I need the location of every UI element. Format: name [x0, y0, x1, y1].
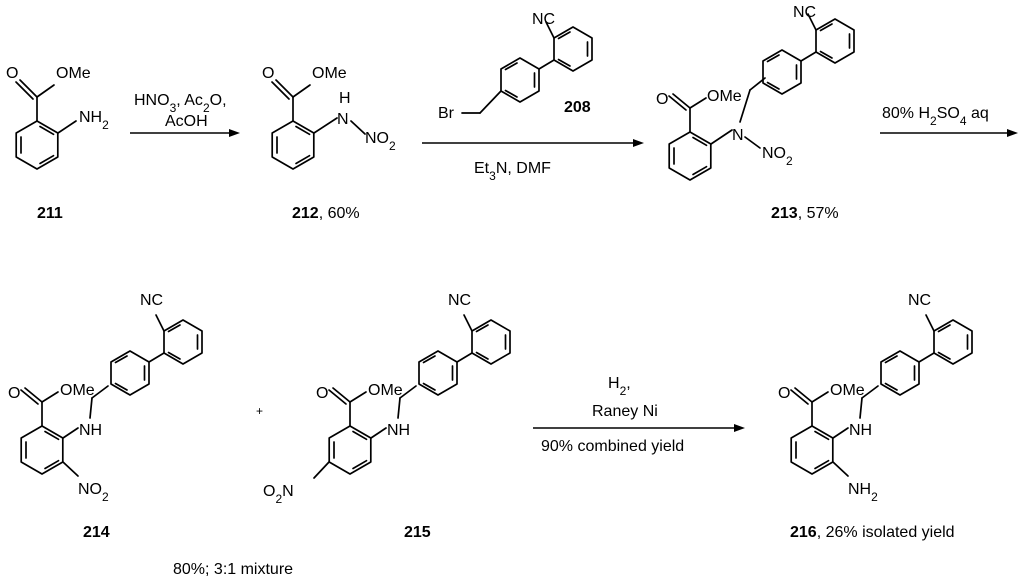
- nitro-label: NO2: [78, 481, 109, 504]
- reagent-above-2: Raney Ni: [592, 403, 658, 420]
- compound-216: O OMe NC NH NH2 216, 26% isolated yield: [778, 292, 972, 541]
- nitrile-label: NC: [532, 11, 555, 28]
- carbonyl-o-label: O: [262, 65, 274, 82]
- reagent-below: 90% combined yield: [541, 438, 684, 455]
- compound-label: 208: [564, 99, 591, 116]
- nitrile-label: NC: [793, 4, 816, 21]
- ester-label: OMe: [56, 65, 91, 82]
- carbonyl-o-label: O: [6, 65, 18, 82]
- nitrogen-label: N: [337, 111, 349, 128]
- nh-label: NH: [849, 422, 872, 439]
- plus-sign: +: [256, 404, 263, 418]
- compound-label: 211: [37, 205, 63, 222]
- compound-212: O OMe H N NO2 212, 60%: [262, 65, 396, 222]
- compound-label: 212, 60%: [292, 205, 360, 222]
- ester-label: OMe: [368, 382, 403, 399]
- ester-label: OMe: [312, 65, 347, 82]
- reagent-above-1: H2,: [608, 375, 631, 398]
- ester-label: OMe: [707, 88, 742, 105]
- nitrile-label: NC: [448, 292, 471, 309]
- carbonyl-o-label: O: [656, 91, 668, 108]
- nitrogen-label: N: [732, 127, 744, 144]
- reaction-arrow-step4: H2, Raney Ni 90% combined yield: [533, 375, 745, 455]
- nitro-label: O2N: [263, 483, 294, 506]
- reagent-below: Et3N, DMF: [474, 160, 551, 183]
- amine-label: NH2: [848, 481, 878, 504]
- amine-label: NH2: [79, 109, 109, 132]
- compound-label: 216, 26% isolated yield: [790, 524, 955, 541]
- ester-label: OMe: [830, 382, 865, 399]
- nh-label: NH: [387, 422, 410, 439]
- reagent-line-2: AcOH: [165, 113, 208, 130]
- compound-208: NC Br 208: [438, 11, 592, 122]
- nitro-label: NO2: [365, 130, 396, 153]
- compound-label: 213, 57%: [771, 205, 839, 222]
- nitrile-label: NC: [140, 292, 163, 309]
- compound-211: O OMe NH2 211: [6, 65, 109, 222]
- carbonyl-o-label: O: [8, 385, 20, 402]
- nh-label: NH: [79, 422, 102, 439]
- compound-label: 214: [83, 524, 110, 541]
- reagent-above: 80% H2SO4 aq: [882, 105, 989, 128]
- compound-215: O OMe NC NH O2N 215: [263, 292, 510, 541]
- compound-label: 215: [404, 524, 431, 541]
- compound-214: O OMe NC NH NO2 214: [8, 292, 202, 541]
- reagent-line-1: HNO3, Ac2O,: [134, 92, 227, 115]
- carbonyl-o-label: O: [778, 385, 790, 402]
- reaction-arrow-step1: HNO3, Ac2O, AcOH: [130, 92, 240, 137]
- reaction-arrow-step3: 80% H2SO4 aq: [880, 105, 1018, 137]
- ester-label: OMe: [60, 382, 95, 399]
- nitrile-label: NC: [908, 292, 931, 309]
- nitro-label: NO2: [762, 145, 793, 168]
- mixture-note: 80%; 3:1 mixture: [173, 561, 293, 578]
- nh-h-label: H: [339, 90, 351, 107]
- carbonyl-o-label: O: [316, 385, 328, 402]
- reaction-arrow-step2: NC Br 208 Et3N, DMF: [422, 11, 644, 183]
- compound-213: O OMe NC N NO2 213, 57%: [656, 4, 854, 222]
- bromide-label: Br: [438, 105, 455, 122]
